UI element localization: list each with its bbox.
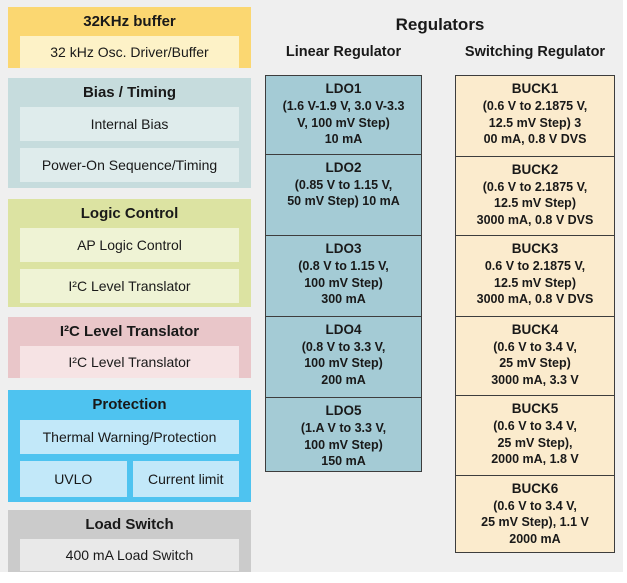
block-title: Logic Control (80, 205, 179, 222)
block-load-switch: Load Switch 400 mA Load Switch (8, 510, 251, 572)
block-title: 32KHz buffer (83, 13, 176, 30)
regulator-name: BUCK5 (511, 401, 559, 416)
block-item-i2c-level-translator: I²C Level Translator (20, 346, 239, 378)
block-i2c-level-translator: I²C Level Translator I²C Level Translato… (8, 317, 251, 378)
block-title: Protection (92, 396, 167, 413)
regulator-detail: (0.6 V to 3.4 V, 25 mV Step), 2000 mA, 1… (491, 419, 579, 466)
buck5-block: BUCK5 (0.6 V to 3.4 V, 25 mV Step), 2000… (455, 395, 615, 476)
regulator-name: LDO1 (325, 81, 362, 96)
regulator-detail: (0.8 V to 3.3 V, 100 mV Step) 200 mA (301, 339, 386, 387)
block-item-internal-bias: Internal Bias (20, 107, 239, 141)
regulator-detail: (0.6 V to 2.1875 V, 12.5 mV Step) 3000 m… (476, 179, 594, 227)
block-item-uvlo: UVLO (20, 461, 127, 497)
regulator-name: LDO5 (325, 403, 362, 418)
regulator-detail: (1.6 V-1.9 V, 3.0 V-3.3 V, 100 mV Step) … (282, 99, 405, 146)
regulator-detail: (1.A V to 3.3 V, 100 mV Step) 150 mA (300, 421, 387, 468)
regulator-name: BUCK4 (511, 321, 559, 337)
regulator-detail: 0.6 V to 2.1875 V, 12.5 mV Step) 3000 mA… (476, 259, 594, 306)
block-bias-timing: Bias / Timing Internal Bias Power-On Seq… (8, 78, 251, 188)
bottom-margin (0, 572, 627, 583)
regulators-section-title: Regulators (395, 15, 485, 34)
ldo4-block: LDO4 (0.8 V to 3.3 V, 100 mV Step) 200 m… (265, 315, 422, 399)
block-item-ap-logic-control: AP Logic Control (20, 228, 239, 262)
block-title: Load Switch (85, 516, 174, 533)
regulator-detail: (0.6 V to 3.4 V, 25 mV Step), 1.1 V 2000… (481, 498, 589, 546)
regulator-name: BUCK1 (511, 81, 559, 96)
ldo2-block: LDO2 (0.85 V to 1.15 V, 50 mV Step) 10 m… (265, 153, 422, 237)
right-margin (623, 0, 627, 583)
linear-regulator-heading: Linear Regulator (285, 44, 402, 60)
buck6-block: BUCK6 (0.6 V to 3.4 V, 25 mV Step), 1.1 … (455, 474, 615, 553)
switching-regulator-heading: Switching Regulator (464, 44, 606, 60)
regulator-detail: (0.6 V to 2.1875 V, 12.5 mV Step) 3 00 m… (482, 99, 588, 146)
ldo3-block: LDO3 (0.8 V to 1.15 V, 100 mV Step) 300 … (265, 235, 422, 317)
buck3-block: BUCK3 0.6 V to 2.1875 V, 12.5 mV Step) 3… (455, 235, 615, 317)
regulator-name: LDO4 (325, 321, 362, 337)
linear-regulator-stack: LDO1 (1.6 V-1.9 V, 3.0 V-3.3 V, 100 mV S… (265, 75, 422, 472)
block-item-current-limit: Current limit (132, 461, 239, 497)
buck4-block: BUCK4 (0.6 V to 3.4 V, 25 mV Step) 3000 … (455, 315, 615, 397)
regulator-detail: (0.85 V to 1.15 V, 50 mV Step) 10 mA (287, 177, 400, 209)
regulator-name: BUCK3 (511, 241, 559, 256)
regulator-detail: (0.6 V to 3.4 V, 25 mV Step) 3000 mA, 3.… (491, 339, 579, 387)
block-logic-control: Logic Control AP Logic Control I²C Level… (8, 199, 251, 307)
ldo1-block: LDO1 (1.6 V-1.9 V, 3.0 V-3.3 V, 100 mV S… (265, 75, 422, 155)
buck1-block: BUCK1 (0.6 V to 2.1875 V, 12.5 mV Step) … (455, 75, 615, 157)
regulator-name: BUCK6 (511, 480, 559, 496)
regulator-name: LDO2 (325, 159, 362, 175)
buck2-block: BUCK2 (0.6 V to 2.1875 V, 12.5 mV Step) … (455, 155, 615, 237)
block-item-osc-driver-buffer: 32 kHz Osc. Driver/Buffer (20, 36, 239, 68)
block-item-thermal-warning: Thermal Warning/Protection (20, 420, 239, 454)
regulator-name: BUCK2 (511, 161, 559, 177)
regulator-name: LDO3 (325, 241, 362, 256)
regulator-detail: (0.8 V to 1.15 V, 100 mV Step) 300 mA (298, 259, 389, 306)
switching-regulator-stack: BUCK1 (0.6 V to 2.1875 V, 12.5 mV Step) … (455, 75, 615, 553)
block-item-400ma-load-switch: 400 mA Load Switch (20, 539, 239, 571)
block-title: I²C Level Translator (59, 323, 200, 340)
block-item-i2c-level-translator: I²C Level Translator (20, 269, 239, 303)
block-item-power-on-sequence: Power-On Sequence/Timing (20, 148, 239, 182)
block-protection: Protection Thermal Warning/Protection UV… (8, 390, 251, 502)
block-title: Bias / Timing (82, 84, 177, 101)
block-32khz-buffer: 32KHz buffer 32 kHz Osc. Driver/Buffer (8, 7, 251, 68)
ldo5-block: LDO5 (1.A V to 3.3 V, 100 mV Step) 150 m… (265, 397, 422, 472)
